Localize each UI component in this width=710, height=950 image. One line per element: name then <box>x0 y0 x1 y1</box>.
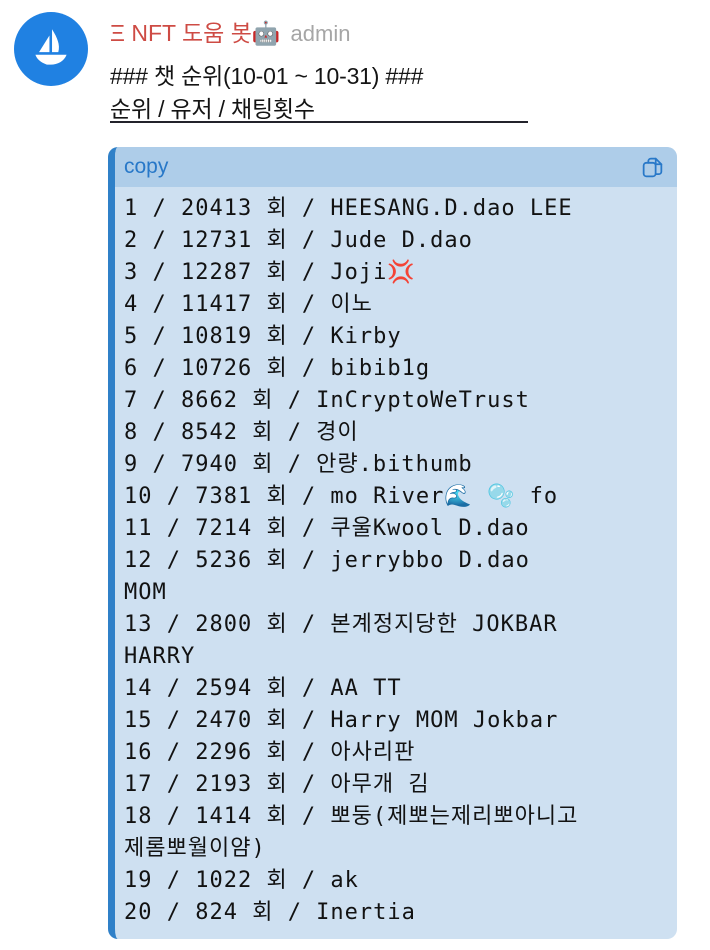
ranking-row: 6 / 10726 회 / bibib1g <box>124 356 431 381</box>
ranking-row: 5 / 10819 회 / Kirby <box>124 324 402 349</box>
copy-pages-icon[interactable] <box>640 155 665 180</box>
message-line-2: 순위 / 유저 / 채팅횟수 <box>110 96 315 122</box>
ranking-row: 1 / 20413 회 / HEESANG.D.dao LEE <box>124 196 573 221</box>
ranking-row: 9 / 7940 회 / 안량.bithumb <box>124 452 473 477</box>
ranking-row: 12 / 5236 회 / jerrybbo D.dao MOM <box>124 548 530 605</box>
message-divider <box>110 121 528 123</box>
ranking-list: 1 / 20413 회 / HEESANG.D.dao LEE 2 / 12731… <box>115 187 677 939</box>
message-content: Ξ NFT 도움 봇🤖 admin ### 챗 순위(10-01 ~ 10-31… <box>110 14 700 126</box>
sender-row: Ξ NFT 도움 봇🤖 admin <box>110 14 700 48</box>
copy-button[interactable]: copy <box>115 147 677 187</box>
ranking-row: 18 / 1414 회 / 뽀둥(제뽀는제리뽀아니고 제롬뽀월이얌) <box>124 804 579 861</box>
code-block: copy 1 / 20413 회 / HEESANG.D.dao LEE 2 / … <box>108 147 677 939</box>
ranking-row: 2 / 12731 회 / Jude D.dao <box>124 228 473 253</box>
ranking-row: 14 / 2594 회 / AA TT <box>124 676 402 701</box>
opensea-sailboat-icon <box>35 29 67 65</box>
ranking-row: 20 / 824 회 / Inertia <box>124 900 416 925</box>
ranking-row: 13 / 2800 회 / 본계정지당한 JOKBAR HARRY <box>124 612 558 669</box>
ranking-row: 19 / 1022 회 / ak <box>124 868 359 893</box>
ranking-row: 7 / 8662 회 / InCryptoWeTrust <box>124 388 530 413</box>
ranking-row: 3 / 12287 회 / Joji💢 <box>124 260 416 285</box>
ranking-row: 15 / 2470 회 / Harry MOM Jokbar <box>124 708 559 733</box>
admin-badge: admin <box>290 21 351 46</box>
ranking-row: 8 / 8542 회 / 경이 <box>124 420 359 445</box>
copy-label: copy <box>124 155 169 178</box>
ranking-row: 10 / 7381 회 / mo River🌊 🫧 fo <box>124 484 559 509</box>
message-text: ### 챗 순위(10-01 ~ 10-31) ### 순위 / 유저 / 채팅… <box>110 60 700 126</box>
ranking-row: 4 / 11417 회 / 이노 <box>124 292 373 317</box>
avatar[interactable] <box>14 12 88 86</box>
ranking-row: 17 / 2193 회 / 아무개 김 <box>124 772 430 797</box>
ranking-row: 16 / 2296 회 / 아사리판 <box>124 740 416 765</box>
message-line-1: ### 챗 순위(10-01 ~ 10-31) ### <box>110 63 424 89</box>
sender-name[interactable]: Ξ NFT 도움 봇🤖 <box>110 20 281 46</box>
ranking-row: 11 / 7214 회 / 쿠울Kwool D.dao <box>124 516 530 541</box>
